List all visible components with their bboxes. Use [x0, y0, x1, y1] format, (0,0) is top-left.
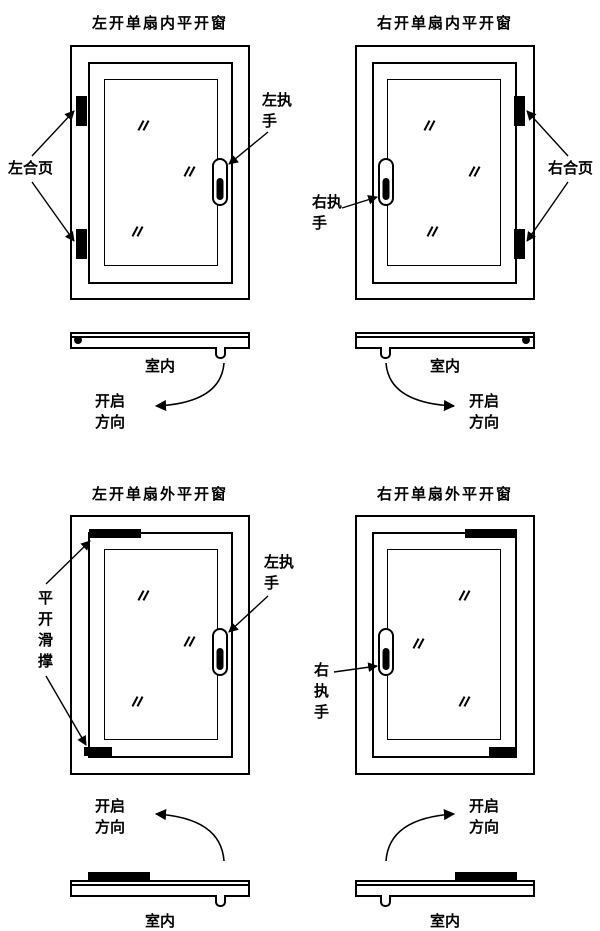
hinge-label: 右合页 — [548, 160, 594, 177]
friction-stay-top — [89, 529, 141, 538]
friction-stay-bottom — [84, 747, 112, 756]
handle-label: 左执手 — [262, 92, 293, 130]
glass-hatch-icon — [131, 696, 144, 707]
plan-handle-icon — [215, 895, 226, 907]
plan-handle-icon — [215, 347, 226, 359]
diagram-title: 右开单扇外平开窗 — [376, 486, 513, 503]
hinge-bottom — [514, 229, 525, 259]
friction-stay-label: 平开滑撑 — [38, 590, 54, 670]
handle-label: 左执手 — [264, 554, 295, 592]
glass-hatch-icon — [137, 120, 150, 131]
handle-label: 右执手 — [314, 662, 330, 721]
opening-direction-arrow — [154, 809, 225, 862]
plan-view-frame — [70, 880, 250, 897]
window-handle — [212, 628, 228, 676]
opening-direction-arrow — [385, 809, 456, 862]
glass-hatch-icon — [183, 636, 196, 647]
indoor-label: 室内 — [429, 913, 460, 930]
glass-hatch-icon — [412, 638, 425, 649]
window-handle — [212, 158, 228, 206]
plan-friction-stay-icon — [88, 872, 150, 880]
plan-view-frame — [70, 332, 250, 349]
plan-hinge-pivot-icon — [522, 336, 530, 344]
opening-direction-label: 开启方向 — [95, 393, 126, 431]
friction-stay-bottom — [489, 747, 517, 756]
plan-view-frame — [355, 880, 535, 897]
plan-handle-icon — [380, 895, 391, 907]
glass-hatch-icon — [137, 590, 150, 601]
diagram-title: 左开单扇外平开窗 — [91, 486, 228, 503]
diagram-title: 右开单扇内平开窗 — [376, 15, 513, 32]
window-glass — [387, 549, 501, 740]
plan-handle-icon — [380, 347, 391, 359]
glass-hatch-icon — [423, 120, 436, 131]
window-handle — [378, 628, 394, 676]
window-glass — [104, 549, 218, 740]
diagram-inward-right: 右开单扇内平开窗 右执手 右合页 室内 开启方向 — [300, 0, 600, 465]
opening-direction-label: 开启方向 — [95, 798, 126, 836]
friction-stay-top — [465, 529, 517, 538]
hinge-label: 左合页 — [8, 160, 54, 177]
glass-hatch-icon — [468, 166, 481, 177]
opening-direction-label: 开启方向 — [469, 798, 500, 836]
hinge-top — [76, 96, 87, 126]
glass-hatch-icon — [458, 696, 471, 707]
indoor-label: 室内 — [144, 358, 175, 375]
plan-hinge-pivot-icon — [74, 336, 82, 344]
diagram-outward-right: 右开单扇外平开窗 右执手 室内 开启方向 — [300, 466, 600, 931]
diagram-outward-left: 左开单扇外平开窗 左执手 平开滑撑 室内 开启方向 — [0, 466, 300, 931]
glass-hatch-icon — [131, 226, 144, 237]
glass-hatch-icon — [458, 590, 471, 601]
hinge-top — [514, 96, 525, 126]
window-glass — [104, 79, 218, 266]
window-glass — [387, 79, 501, 266]
hinge-pointer-line — [31, 181, 75, 242]
plan-friction-stay-icon — [455, 872, 517, 880]
glass-hatch-icon — [426, 226, 439, 237]
hinge-bottom — [76, 229, 87, 259]
window-handle — [378, 158, 394, 206]
plan-view-frame — [355, 332, 535, 349]
diagram-title: 左开单扇内平开窗 — [91, 15, 228, 32]
hinge-pointer-line — [31, 110, 75, 157]
diagram-inward-left: 左开单扇内平开窗 左执手 左合页 室内 开启方向 — [0, 0, 300, 465]
handle-label: 右执手 — [312, 194, 343, 232]
indoor-label: 室内 — [429, 358, 460, 375]
opening-direction-label: 开启方向 — [469, 393, 500, 431]
glass-hatch-icon — [183, 166, 196, 177]
indoor-label: 室内 — [144, 913, 175, 930]
